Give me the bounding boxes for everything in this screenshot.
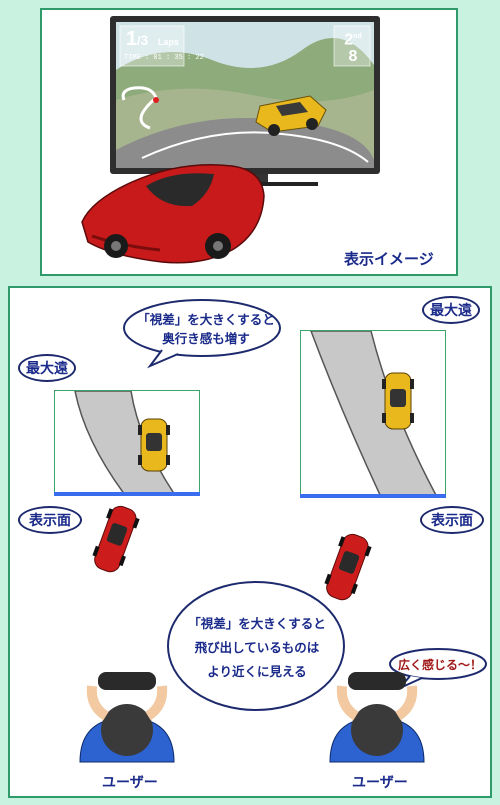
screen-label-left: 表示面 (18, 506, 82, 534)
bubble-center-line-3: より近くに見える (207, 663, 307, 679)
bubble-center-line-1: 「視差」を大きくすると (188, 616, 326, 631)
bubble-center-line-2: 飛び出しているものは (194, 639, 320, 655)
display-surface-right (300, 494, 446, 498)
red-car-left (92, 505, 140, 573)
red-car-right (324, 533, 372, 601)
parallax-explanation-panel: 「視差」を大きくすると 奥行き感も増す 最大遠 最大遠 (8, 286, 492, 798)
speech-bubble-center (167, 581, 345, 711)
tv-scene (81, 16, 380, 264)
race-time: TIME : 01 : 35 : 22 (124, 54, 204, 62)
laps-word: Laps (157, 37, 179, 47)
screen-label-right: 表示面 (420, 506, 484, 534)
bubble-top-line-2: 奥行き感も増す (162, 331, 250, 347)
speech-bubble-top (123, 299, 281, 369)
game-controller-icon (98, 672, 156, 690)
yellow-car-on-screen (255, 95, 327, 136)
depth-frame-right (300, 330, 446, 496)
depth-frame-left (54, 390, 200, 494)
bubble-top-line-1: 「視差」を大きくすると (137, 312, 275, 327)
yellow-car-right (382, 372, 414, 430)
lap-total: 3 (140, 32, 149, 48)
caption-display-image: 表示イメージ (344, 250, 434, 268)
race-track (116, 118, 374, 168)
user-label-left: ユーザー (102, 775, 158, 791)
game-controller-icon (348, 672, 406, 690)
speech-bubble-top-text: 「視差」を大きくすると 奥行き感も増す (126, 310, 286, 349)
rank-total: 8 (348, 48, 358, 66)
far-label-right: 最大遠 (422, 296, 480, 324)
rank-suffix: nd (353, 33, 362, 40)
user-label-right: ユーザー (352, 775, 408, 791)
user-left-figure (79, 672, 175, 763)
user-right-figure (329, 672, 425, 763)
yellow-car-left (138, 418, 170, 472)
road-left (74, 391, 175, 493)
lap-counter: 1/3 Laps (126, 28, 179, 50)
speech-bubble-right (389, 648, 487, 689)
far-label-left: 最大遠 (18, 354, 76, 382)
lap-current: 1 (126, 28, 138, 50)
road-right (310, 331, 437, 495)
rank-current: 2 (344, 31, 354, 49)
display-surface-left (54, 492, 200, 496)
red-car-foreground (81, 163, 265, 264)
display-image-panel: 1/3 Laps TIME : 01 : 35 : 22 2nd 8 表示イメー… (40, 8, 458, 276)
speech-bubble-center-text: 「視差」を大きくすると 飛び出しているものは より近くに見える (162, 612, 352, 683)
race-rank: 2nd 8 (338, 28, 368, 65)
speech-bubble-right-text: 広く感じる〜！ (397, 658, 482, 672)
